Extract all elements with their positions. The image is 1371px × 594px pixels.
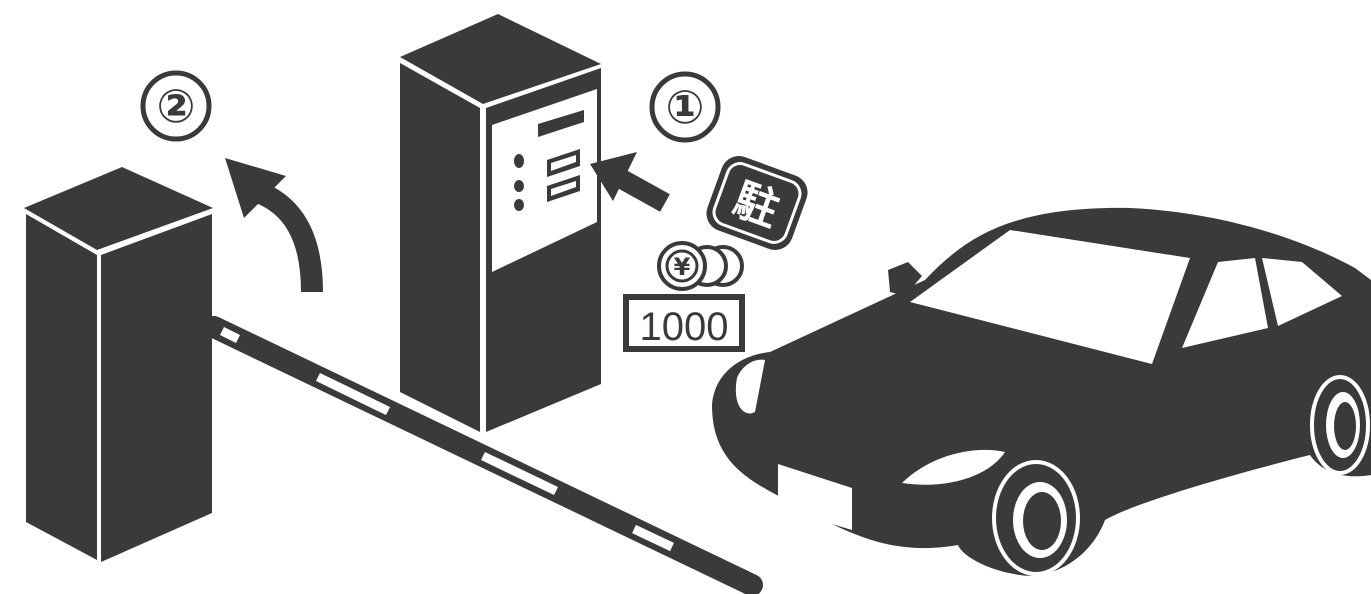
- car: [712, 207, 1371, 576]
- insert-arrow: [590, 152, 670, 212]
- display-slot: [538, 110, 584, 137]
- parking-ticket: 駐: [706, 156, 808, 250]
- barrier-gate-post: [24, 167, 213, 562]
- side-window: [1182, 258, 1268, 348]
- indicator-dot: [514, 154, 524, 168]
- coins: ¥: [657, 241, 744, 291]
- indicator-dot: [514, 199, 524, 211]
- banknote-value: 1000: [640, 305, 729, 349]
- license-plate: [778, 464, 852, 530]
- payment-machine: [400, 14, 601, 432]
- barrier-arm: [203, 316, 763, 594]
- coin-symbol: ¥: [674, 253, 691, 281]
- headlight: [902, 449, 1005, 485]
- step-2-label: ②: [140, 70, 212, 142]
- step-1-number: ①: [666, 80, 705, 134]
- barrier-lift-arrow: [225, 158, 323, 293]
- banknote: 1000: [623, 294, 745, 352]
- step-2-number: ②: [157, 79, 196, 133]
- side-window: [1262, 258, 1342, 326]
- headlight: [735, 359, 765, 414]
- indicator-dot: [514, 180, 524, 192]
- step-1-label: ①: [649, 71, 721, 143]
- windshield: [910, 230, 1190, 364]
- machine-panel: [492, 89, 597, 272]
